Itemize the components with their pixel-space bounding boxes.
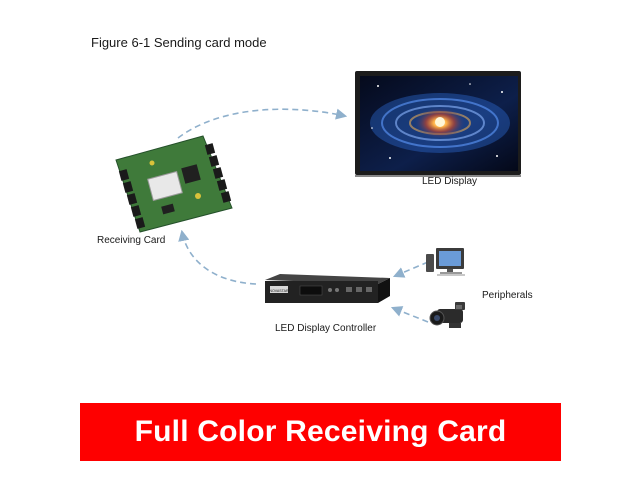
rack-controller-icon: NOVASTAR (265, 274, 390, 303)
brand-badge (270, 286, 288, 293)
arrow-camera-to-controller (390, 306, 429, 323)
banner-text: Full Color Receiving Card (134, 415, 507, 448)
led-display-label: LED Display (422, 176, 478, 187)
arrow-computer-to-controller (392, 261, 429, 278)
flow-arrows (177, 108, 429, 323)
desktop-computer-icon (426, 248, 465, 276)
receiving-card-label: Receiving Card (97, 235, 166, 246)
brand-badge-text: NOVASTAR (269, 289, 289, 293)
arrow-controller-to-card (178, 229, 257, 285)
controller-label: LED Display Controller (275, 323, 377, 334)
figure-caption: Figure 6-1 Sending card mode (91, 35, 267, 50)
arrow-card-to-display (177, 108, 348, 139)
title-banner: Full Color Receiving Card (80, 403, 561, 461)
video-camera-icon (429, 302, 465, 328)
peripherals-label: Peripherals (482, 290, 533, 301)
galaxy-screen-icon (355, 71, 521, 177)
circuit-board-icon (115, 135, 233, 233)
